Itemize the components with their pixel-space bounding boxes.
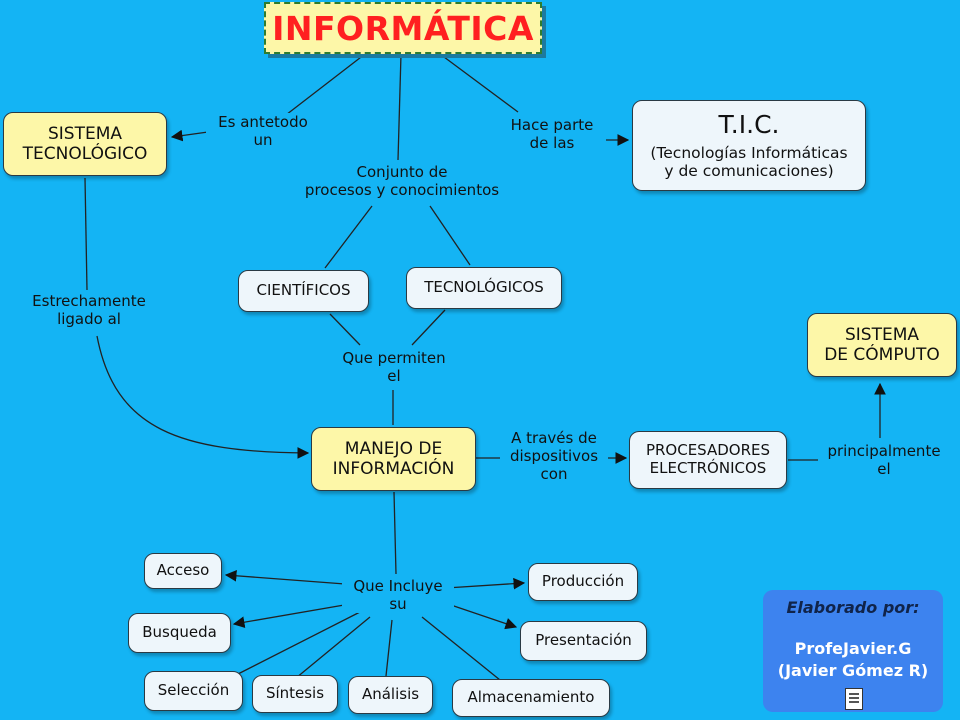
node-busqueda-label: Busqueda (142, 623, 217, 642)
link-principalmente: principalmente el (818, 442, 950, 478)
node-presentacion-label: Presentación (535, 631, 632, 650)
node-seleccion[interactable]: Selección (144, 671, 243, 711)
map-title: INFORMÁTICA (264, 2, 542, 54)
arrow-to-acceso (224, 569, 346, 585)
line-title-to-conjunto (397, 53, 402, 161)
line-title-to-hace-parte (439, 53, 519, 113)
line-manejo-to-que-incluye (393, 491, 397, 575)
node-procesadores[interactable]: PROCESADORES ELECTRÓNICOS (629, 431, 787, 489)
node-tecnologicos-label: TECNOLÓGICOS (424, 278, 544, 297)
node-manejo-informacion[interactable]: MANEJO DE INFORMACIÓN (311, 427, 476, 491)
node-sistema-tecnologico-label: SISTEMA TECNOLÓGICO (22, 123, 148, 164)
node-tecnologicos[interactable]: TECNOLÓGICOS (406, 267, 562, 309)
line-to-almacenamiento (421, 616, 501, 681)
node-analisis[interactable]: Análisis (348, 676, 433, 714)
node-sistema-computo[interactable]: SISTEMA DE CÓMPUTO (807, 313, 957, 377)
arrow-to-busqueda (232, 603, 351, 628)
link-hace-parte: Hace parte de las (498, 116, 606, 152)
link-que-incluye: Que Incluye su (342, 577, 454, 613)
node-procesadores-label: PROCESADORES ELECTRÓNICOS (645, 441, 771, 477)
node-analisis-label: Análisis (361, 685, 420, 704)
line-conjunto-to-tecnologicos (429, 205, 471, 266)
credit-author: ProfeJavier.G (Javier Gómez R) (777, 639, 929, 681)
node-sintesis[interactable]: Síntesis (252, 675, 338, 713)
node-seleccion-label: Selección (157, 681, 230, 700)
line-title-to-es-antetodo (281, 53, 366, 119)
arrow-to-manejo (96, 335, 310, 459)
arrow-to-sistema-tecnologico (170, 129, 209, 142)
node-sintesis-label: Síntesis (265, 684, 325, 703)
node-acceso-label: Acceso (156, 561, 210, 580)
node-almacenamiento[interactable]: Almacenamiento (452, 679, 610, 717)
node-cientificos[interactable]: CIENTÍFICOS (238, 270, 369, 312)
credit-by: Elaborado por: (786, 598, 920, 617)
link-es-antetodo: Es antetodo un (206, 113, 320, 149)
link-conjunto: Conjunto de procesos y conocimientos (288, 163, 516, 199)
credit-box: Elaborado por: ProfeJavier.G (Javier Góm… (763, 590, 943, 712)
node-tic-subtitle: (Tecnologías Informáticas y de comunicac… (650, 143, 848, 181)
line-cientificos-to-que-permiten (329, 313, 361, 346)
node-sistema-computo-label: SISTEMA DE CÓMPUTO (824, 324, 940, 365)
node-tic-title: T.I.C. (718, 110, 780, 140)
node-cientificos-label: CIENTÍFICOS (256, 281, 351, 300)
arrow-to-produccion (445, 577, 526, 590)
node-acceso[interactable]: Acceso (144, 553, 222, 589)
line-tecnologicos-to-que-permiten (411, 309, 446, 346)
node-almacenamiento-label: Almacenamiento (467, 688, 595, 707)
line-to-sintesis (295, 616, 371, 679)
line-to-seleccion (237, 611, 361, 675)
link-que-permiten: Que permiten el (330, 349, 458, 385)
node-tic[interactable]: T.I.C. (Tecnologías Informáticas y de co… (632, 100, 866, 191)
link-a-traves: A través de dispositivos con (500, 429, 608, 483)
arrow-to-presentacion (447, 603, 518, 630)
node-presentacion[interactable]: Presentación (520, 621, 647, 661)
link-estrechamente: Estrechamente ligado al (20, 292, 158, 328)
node-sistema-tecnologico[interactable]: SISTEMA TECNOLÓGICO (3, 112, 167, 176)
node-produccion-label: Producción (541, 572, 625, 591)
node-manejo-informacion-label: MANEJO DE INFORMACIÓN (332, 438, 455, 479)
node-busqueda[interactable]: Busqueda (128, 613, 231, 653)
node-produccion[interactable]: Producción (528, 563, 638, 601)
line-conjunto-to-cientificos (324, 205, 373, 269)
line-to-analisis (385, 619, 393, 677)
line-sistema-to-estrechamente (84, 177, 88, 291)
document-icon[interactable] (845, 688, 863, 710)
